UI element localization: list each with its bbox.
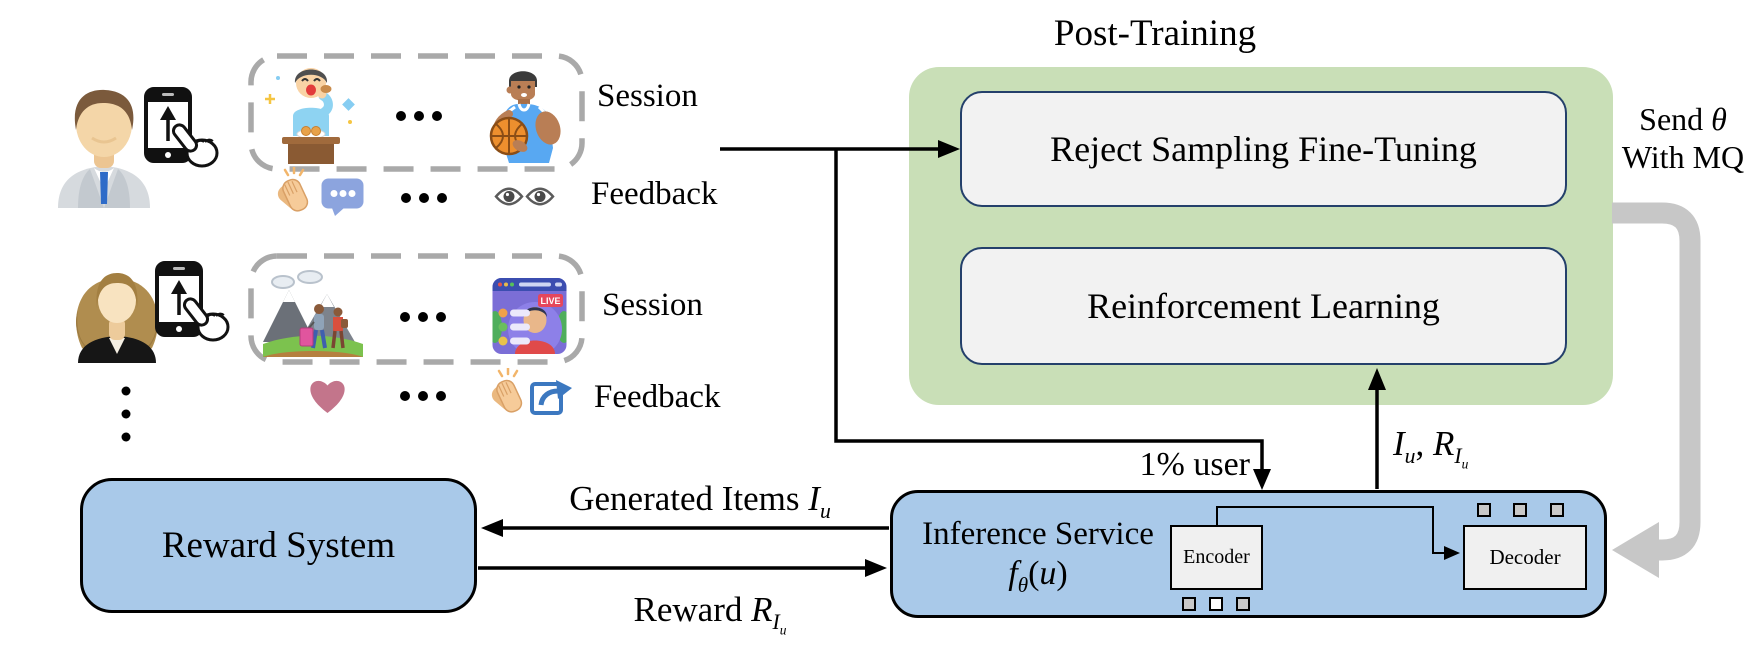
reinforcement-learning-box: Reinforcement Learning xyxy=(960,247,1567,365)
share-icon xyxy=(530,376,574,416)
live-badge: LIVE xyxy=(540,296,560,306)
swipe-phone-icon xyxy=(155,261,235,343)
comment-bubble-icon xyxy=(320,177,365,217)
swipe-phone-icon xyxy=(144,87,224,169)
encoder-label: Encoder xyxy=(1183,546,1250,568)
ellipsis xyxy=(401,193,447,203)
items-rewards-label: Iu, RIu xyxy=(1393,424,1469,472)
token-square xyxy=(1236,597,1250,611)
reward-system-box: Reward System xyxy=(80,478,477,613)
ellipsis xyxy=(400,312,446,322)
ellipsis xyxy=(400,391,446,401)
businesswoman-avatar xyxy=(70,262,164,363)
token-square xyxy=(1550,503,1564,517)
reward-system-label: Reward System xyxy=(161,525,396,566)
basketball-player-illustration xyxy=(479,66,568,163)
session-box-user2 xyxy=(248,253,585,365)
inference-service-title: Inference Service xyxy=(922,516,1154,552)
eyes-icon xyxy=(494,185,555,208)
feedback-label-user2: Feedback xyxy=(594,379,721,415)
token-square xyxy=(1209,597,1223,611)
session-box-user1 xyxy=(248,53,585,172)
token-square xyxy=(1513,503,1527,517)
decoder-box: Decoder xyxy=(1463,525,1587,590)
post-training-title: Post-Training xyxy=(1053,13,1257,54)
vertical-ellipsis xyxy=(121,386,131,446)
decoder-label: Decoder xyxy=(1489,545,1561,569)
clap-icon xyxy=(272,167,316,215)
live-stream-illustration: LIVE xyxy=(491,275,568,358)
businessman-avatar xyxy=(48,84,160,208)
reward-label: Reward RIu xyxy=(633,590,787,638)
reject-sampling-fine-tuning-box: Reject Sampling Fine-Tuning xyxy=(960,91,1567,207)
inference-service-text: Inference Service fθ(u) xyxy=(898,493,1178,615)
reject-sampling-label: Reject Sampling Fine-Tuning xyxy=(1050,129,1477,169)
session-label-user1: Session xyxy=(597,78,698,114)
inference-formula: fθ(u) xyxy=(1008,555,1068,597)
send-theta-mq-arrow xyxy=(1612,202,1701,561)
eating-man-illustration xyxy=(262,60,360,164)
heart-icon xyxy=(309,377,346,416)
send-theta-mq-arrowhead xyxy=(1612,522,1659,578)
reinforcement-learning-label: Reinforcement Learning xyxy=(1087,286,1440,326)
ellipsis xyxy=(396,111,442,121)
token-square xyxy=(1477,503,1491,517)
hiking-illustration xyxy=(263,270,363,357)
token-square xyxy=(1182,597,1196,611)
inference-service-box: Inference Service fθ(u) Encoder Decoder xyxy=(890,490,1607,618)
generated-items-label: Generated Items Iu xyxy=(569,479,831,523)
session-label-user2: Session xyxy=(602,287,703,323)
clap-icon xyxy=(486,368,530,416)
feedback-label-user1: Feedback xyxy=(591,176,718,212)
encoder-box: Encoder xyxy=(1170,525,1263,590)
one-percent-user-label: 1% user xyxy=(1139,446,1250,483)
